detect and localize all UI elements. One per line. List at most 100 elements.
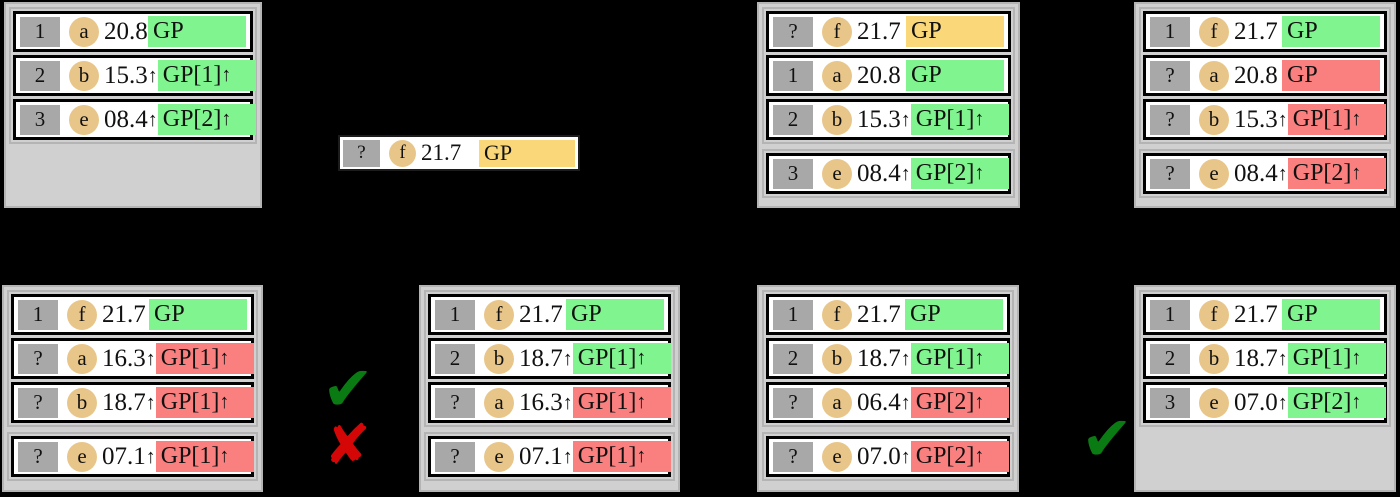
row-tag-up-arrow-icon: ↑ <box>1351 162 1362 184</box>
row-tag-label: GP <box>910 301 941 327</box>
row-letter-badge: b <box>69 60 99 91</box>
row-tag-label: GP[2] <box>915 160 975 186</box>
row-tag-up-arrow-icon: ↑ <box>1351 391 1362 413</box>
row-letter-badge: a <box>822 387 852 418</box>
row-value: 16.3↑ <box>102 345 156 373</box>
row-value: 08.4↑ <box>104 106 158 134</box>
row-letter-badge: e <box>822 158 852 189</box>
row-tag-up-arrow-icon: ↑ <box>636 347 647 369</box>
row-tag-badge: GP[1]↑ <box>910 343 1009 374</box>
row-value-number: 16.3 <box>102 344 146 372</box>
row-value-up-arrow-icon: ↑ <box>145 445 156 468</box>
row-tag-up-arrow-icon: ↑ <box>1351 347 1362 369</box>
row-value: 20.8 <box>104 18 148 46</box>
row-value-number: 06.4 <box>857 388 901 416</box>
row-value-up-arrow-icon: ↑ <box>900 108 911 131</box>
row-letter-badge: b <box>822 104 852 135</box>
row-tag-badge: GP <box>905 299 1003 330</box>
row-value-number: 07.1 <box>102 442 146 470</box>
row-tag-up-arrow-icon: ↑ <box>221 108 232 130</box>
row-letter-badge: e <box>1199 158 1229 189</box>
empty-slot-group <box>1139 432 1391 479</box>
row-tag-up-arrow-icon: ↑ <box>974 108 985 130</box>
row-tag-badge: GP <box>906 60 1004 91</box>
floating-index-box: ? <box>343 139 380 167</box>
row-value: 08.4↑ <box>857 160 911 188</box>
checkmark-icon: ✔ <box>1081 402 1133 475</box>
empty-slot-group <box>9 149 257 196</box>
row-tag-badge: GP <box>148 16 246 47</box>
row-value-number: 21.7 <box>519 300 563 328</box>
row-tag-badge: GP[1]↑ <box>910 104 1009 135</box>
row-letter-badge: f <box>67 299 97 330</box>
row-tag-label: GP <box>1287 301 1318 327</box>
row-tag-up-arrow-icon: ↑ <box>974 162 985 184</box>
row-tag-up-arrow-icon: ↑ <box>974 445 985 467</box>
row-value-number: 07.0 <box>1234 388 1278 416</box>
row-tag-badge: GP[1]↑ <box>1287 104 1386 135</box>
row-index-box: 1 <box>773 60 813 91</box>
row-letter-badge: f <box>484 299 514 330</box>
row-tag-badge: GP <box>1282 299 1380 330</box>
row-value: 07.1↑ <box>519 443 573 471</box>
row-value-number: 18.7 <box>857 344 901 372</box>
row-tag-label: GP[1] <box>1292 345 1352 371</box>
row-value: 15.3↑ <box>1234 106 1288 134</box>
row-value-up-arrow-icon: ↑ <box>145 391 156 414</box>
row-letter-badge: e <box>484 441 514 472</box>
row-tag-label: GP <box>911 62 942 88</box>
row-tag-badge: GP[1]↑ <box>155 343 254 374</box>
row-value-number: 18.7 <box>102 388 146 416</box>
row-tag-badge: GP[2]↑ <box>157 104 256 135</box>
row-value-number: 20.8 <box>1234 61 1278 89</box>
row-value: 20.8 <box>857 62 901 90</box>
row-value-number: 21.7 <box>857 17 901 45</box>
row-index-box: ? <box>1150 158 1190 189</box>
row-value-up-arrow-icon: ↑ <box>147 64 158 87</box>
row-value-up-arrow-icon: ↑ <box>562 391 573 414</box>
row-tag-badge: GP[2]↑ <box>910 387 1009 418</box>
row-letter-badge: f <box>1199 299 1229 330</box>
row-value-number: 18.7 <box>1234 344 1278 372</box>
row-value: 20.8 <box>1234 62 1278 90</box>
row-tag-badge: GP[1]↑ <box>1287 343 1386 374</box>
row-tag-label: GP[1] <box>577 389 637 415</box>
row-tag-up-arrow-icon: ↑ <box>636 391 647 413</box>
row-value-up-arrow-icon: ↑ <box>562 347 573 370</box>
